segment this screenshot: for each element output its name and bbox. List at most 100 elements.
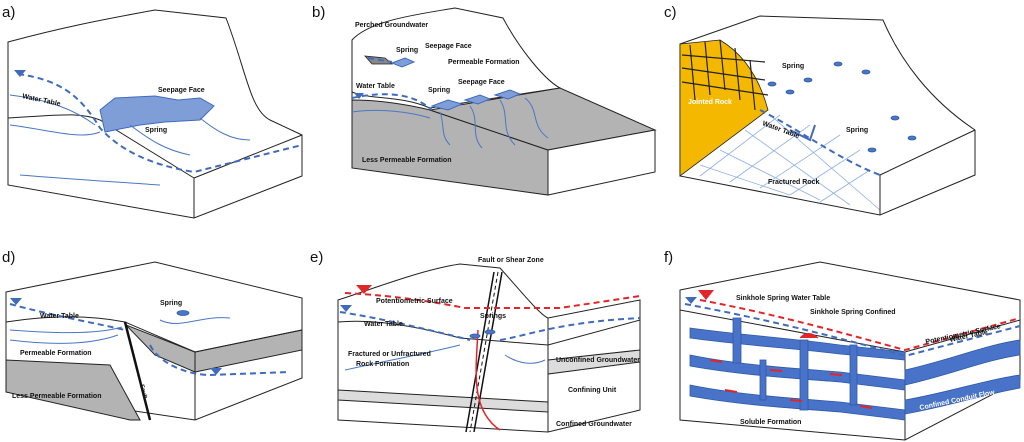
panel-e-water-table bbox=[339, 311, 471, 341]
panel-f-soluble-formation-label: Soluble Formation bbox=[740, 419, 801, 426]
panel-f-conduit bbox=[689, 384, 906, 421]
panel-e-springs-label: Springs bbox=[480, 313, 506, 320]
panel-b-seepage-face bbox=[493, 89, 522, 100]
panel-f-water-table bbox=[684, 303, 1021, 358]
panel-d-spring bbox=[176, 310, 190, 316]
panel-f-water-table-marker-icon bbox=[685, 297, 697, 304]
panel-b-water-table-marker-icon bbox=[354, 93, 364, 99]
panel-e-unconfined-label: Unconfined Groundwater bbox=[556, 357, 640, 364]
panel-a: a) Water Table Seepage Face Spring bbox=[2, 4, 303, 219]
panel-c-springs bbox=[767, 61, 917, 153]
panel-b-permeable-formation-label: Permeable Formation bbox=[448, 59, 520, 66]
panel-e-fault-centerline bbox=[469, 271, 499, 433]
panel-e-fault-zone bbox=[465, 271, 503, 433]
panel-b-flow-line bbox=[499, 99, 516, 146]
panel-f-conduit-side bbox=[904, 339, 1021, 386]
panel-a-water-table bbox=[17, 73, 303, 174]
panel-a-letter: a) bbox=[2, 4, 15, 21]
panel-e-water-table-right bbox=[499, 317, 641, 341]
panel-f-confined-sinkhole bbox=[799, 333, 819, 339]
panel-b-permeable-formation bbox=[351, 7, 562, 109]
panel-c-jointed-rock-label: Jointed Rock bbox=[688, 99, 732, 106]
panel-e-potentiometric-marker-icon bbox=[356, 285, 372, 294]
panel-e-water-table-marker-icon bbox=[340, 305, 352, 312]
panel-d-fault-line bbox=[123, 321, 152, 421]
panel-c-fractured-rock-lattice bbox=[699, 114, 881, 211]
panel-c-water-table bbox=[759, 109, 881, 176]
panel-b-water-table-label: Water Table bbox=[356, 83, 395, 90]
panel-d-water-table-marker-icon bbox=[10, 298, 22, 305]
panel-b-flow-line bbox=[524, 97, 549, 139]
panel-a-flow-line bbox=[9, 94, 96, 126]
panel-f-flow-arrows bbox=[709, 359, 873, 409]
panel-b-water-table bbox=[351, 93, 433, 111]
panel-e-confined-flow bbox=[475, 329, 501, 431]
panel-a-seepage-face-label: Seepage Face bbox=[158, 87, 205, 94]
panel-e-rock-label-1: Fractured or Unfractured bbox=[348, 351, 431, 358]
panel-a-spring-label: Spring bbox=[145, 127, 167, 134]
panel-b-seepage-face-lower-label: Seepage Face bbox=[458, 79, 505, 86]
panel-b-letter: b) bbox=[312, 4, 325, 21]
panel-c-fracture-flow bbox=[789, 124, 816, 142]
panel-e-confined-label: Confined Groundwater bbox=[556, 421, 632, 428]
panel-e-potentiometric-label: Potentiometric Surface bbox=[376, 298, 453, 305]
panel-e-spring bbox=[484, 329, 496, 335]
panel-d-less-permeable-label: Less Permeable Formation bbox=[12, 393, 101, 400]
panel-e: e) Fault or Shear Zone Potentiometric Su… bbox=[310, 249, 641, 433]
panel-d-flow-line bbox=[9, 334, 119, 344]
panel-f-letter: f) bbox=[664, 249, 673, 266]
panel-b-side-face bbox=[547, 129, 656, 196]
panel-c-letter: c) bbox=[664, 4, 677, 21]
panel-c-front-edge bbox=[879, 129, 976, 215]
panel-b: b) Perched Groundwater Spring Seepage Fa… bbox=[312, 4, 657, 196]
panel-f-sinkhole-confined-label: Sinkhole Spring Confined bbox=[810, 309, 896, 316]
panel-b-spring-lower-label: Spring bbox=[428, 87, 450, 94]
panel-b-flow-line bbox=[351, 109, 431, 119]
panel-c-spring-top-label: Spring bbox=[782, 63, 804, 70]
panel-a-flow-line bbox=[9, 124, 101, 136]
panel-f-conduit-side bbox=[904, 374, 1021, 415]
panel-d-front-edge bbox=[194, 329, 303, 420]
panel-c-jointed-rock bbox=[679, 39, 769, 177]
panel-d-water-table bbox=[9, 303, 126, 331]
panel-e-fault-label: Fault or Shear Zone bbox=[478, 257, 544, 264]
panel-e-rock-label-2: Rock Formation bbox=[356, 361, 409, 368]
panel-e-spring bbox=[469, 333, 481, 339]
panel-e-flow-line bbox=[504, 354, 546, 364]
panel-f-sinkhole-water-table-label: Sinkhole Spring Water Table bbox=[736, 295, 830, 302]
panel-b-flow-line bbox=[469, 105, 483, 149]
panel-e-water-table-label: Water Table bbox=[364, 321, 403, 328]
panel-b-spring-top-label: Spring bbox=[396, 47, 418, 54]
panel-c: c) bbox=[664, 4, 976, 216]
panel-c-fractured-rock-label: Fractured Rock bbox=[768, 179, 819, 186]
panel-d-fault-label: Fault bbox=[138, 384, 148, 399]
panel-a-flow-line bbox=[129, 124, 191, 156]
panel-d-water-table-label: Water Table bbox=[40, 313, 79, 320]
panel-d-letter: d) bbox=[2, 249, 15, 266]
panel-d-less-permeable bbox=[5, 359, 141, 421]
panel-e-confining-label: Confining Unit bbox=[568, 387, 617, 394]
panel-d-permeable-formation-label: Permeable Formation bbox=[20, 350, 92, 357]
panel-b-seepage-face-top-label: Seepage Face bbox=[425, 43, 472, 50]
panel-c-spring-right-label: Spring bbox=[846, 127, 868, 134]
panel-e-flow-line bbox=[344, 344, 461, 371]
panel-b-flow-line bbox=[439, 111, 451, 146]
panel-d-flow-line bbox=[9, 326, 123, 334]
panel-a-surface-edge bbox=[7, 114, 195, 179]
panel-d-water-table-marker-right-icon bbox=[210, 368, 222, 375]
panel-a-flow-line bbox=[19, 174, 161, 186]
panel-d-flow-line bbox=[159, 317, 231, 324]
panel-b-less-permeable-label: Less Permeable Formation bbox=[362, 157, 451, 164]
panel-b-perched-water-table bbox=[367, 57, 393, 63]
panel-c-jointed-rock-grid bbox=[681, 39, 769, 111]
panel-b-seepage-face bbox=[463, 94, 492, 105]
panel-f-vertical-conduits bbox=[732, 317, 858, 411]
panel-f-potentiometric-marker-icon bbox=[698, 290, 714, 300]
panel-f: f) Sinkhole Spring Water T bbox=[664, 249, 1021, 441]
panel-b-perched-groundwater-label: Perched Groundwater bbox=[355, 22, 428, 29]
panel-b-seepage-face-top bbox=[390, 57, 416, 68]
panel-f-potentiometric-surface bbox=[699, 299, 1021, 352]
panel-a-seepage-face bbox=[99, 95, 215, 133]
panel-a-flow-line bbox=[199, 117, 251, 141]
